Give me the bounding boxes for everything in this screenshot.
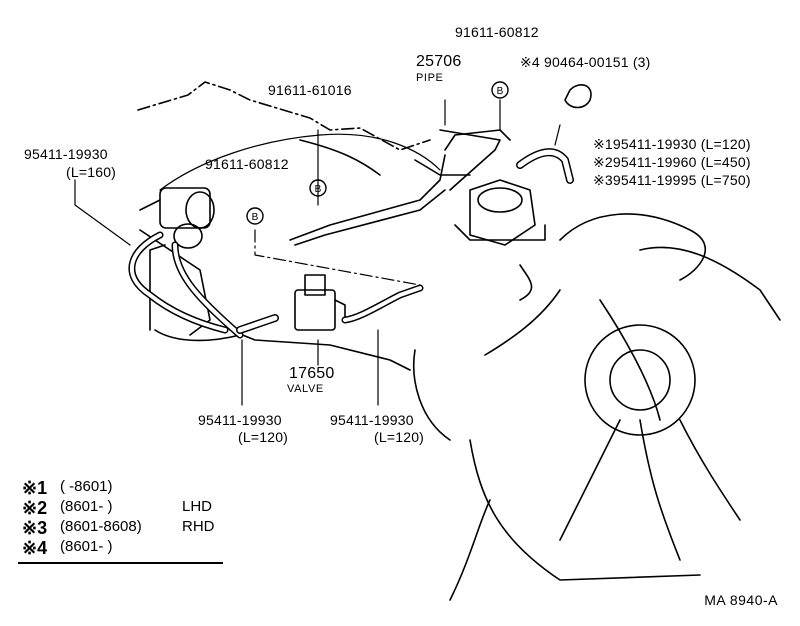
bolt-markers: B B B bbox=[246, 81, 509, 225]
bolt-letter-1: B bbox=[315, 184, 322, 195]
part-91611-60812-top: 91611-60812 bbox=[455, 24, 539, 40]
cooling-fan bbox=[484, 213, 781, 561]
hose-option-2: ※295411-19960 (L=450) bbox=[593, 154, 751, 170]
left-hoses bbox=[128, 231, 279, 339]
distributor bbox=[454, 179, 546, 246]
bolt-marker-3 bbox=[491, 81, 509, 99]
part-91611-60812-left: 91611-60812 bbox=[205, 156, 289, 172]
hose-option-3: ※395411-19995 (L=750) bbox=[593, 172, 751, 188]
valve-label: VALVE bbox=[287, 383, 324, 395]
hose-bottom-right-number: 95411-19930 bbox=[330, 412, 414, 428]
valve-number: 17650 bbox=[289, 365, 335, 382]
bolt-letter-2: B bbox=[252, 212, 259, 223]
throttle-body bbox=[139, 187, 215, 336]
part-90464-00151: ※4 90464-00151 (3) bbox=[520, 54, 651, 70]
hose-left-number: 95411-19930 bbox=[24, 146, 108, 162]
right-hose bbox=[516, 84, 592, 184]
hose-bottom-left-number: 95411-19930 bbox=[198, 412, 282, 428]
bolt-marker-2 bbox=[246, 207, 264, 225]
pipe-number: 25706 bbox=[416, 53, 462, 70]
valve-assembly bbox=[294, 274, 424, 331]
bolt-marker-1 bbox=[309, 179, 327, 197]
hose-option-1: ※195411-19930 (L=120) bbox=[593, 136, 751, 152]
hose-bottom-right-length: (L=120) bbox=[374, 429, 425, 445]
bolt-letter-3: B bbox=[497, 86, 504, 97]
part-91611-61016: 91611-61016 bbox=[268, 82, 352, 98]
pipe-label: PIPE bbox=[416, 72, 444, 84]
pipe-assembly bbox=[289, 129, 511, 246]
diagram-code: MA 8940-A bbox=[704, 592, 778, 608]
legend-divider bbox=[18, 562, 223, 564]
engine-outline bbox=[137, 81, 701, 601]
hose-left-length: (L=160) bbox=[66, 164, 117, 180]
hose-bottom-left-length: (L=120) bbox=[238, 429, 289, 445]
leader-lines bbox=[74, 99, 561, 406]
